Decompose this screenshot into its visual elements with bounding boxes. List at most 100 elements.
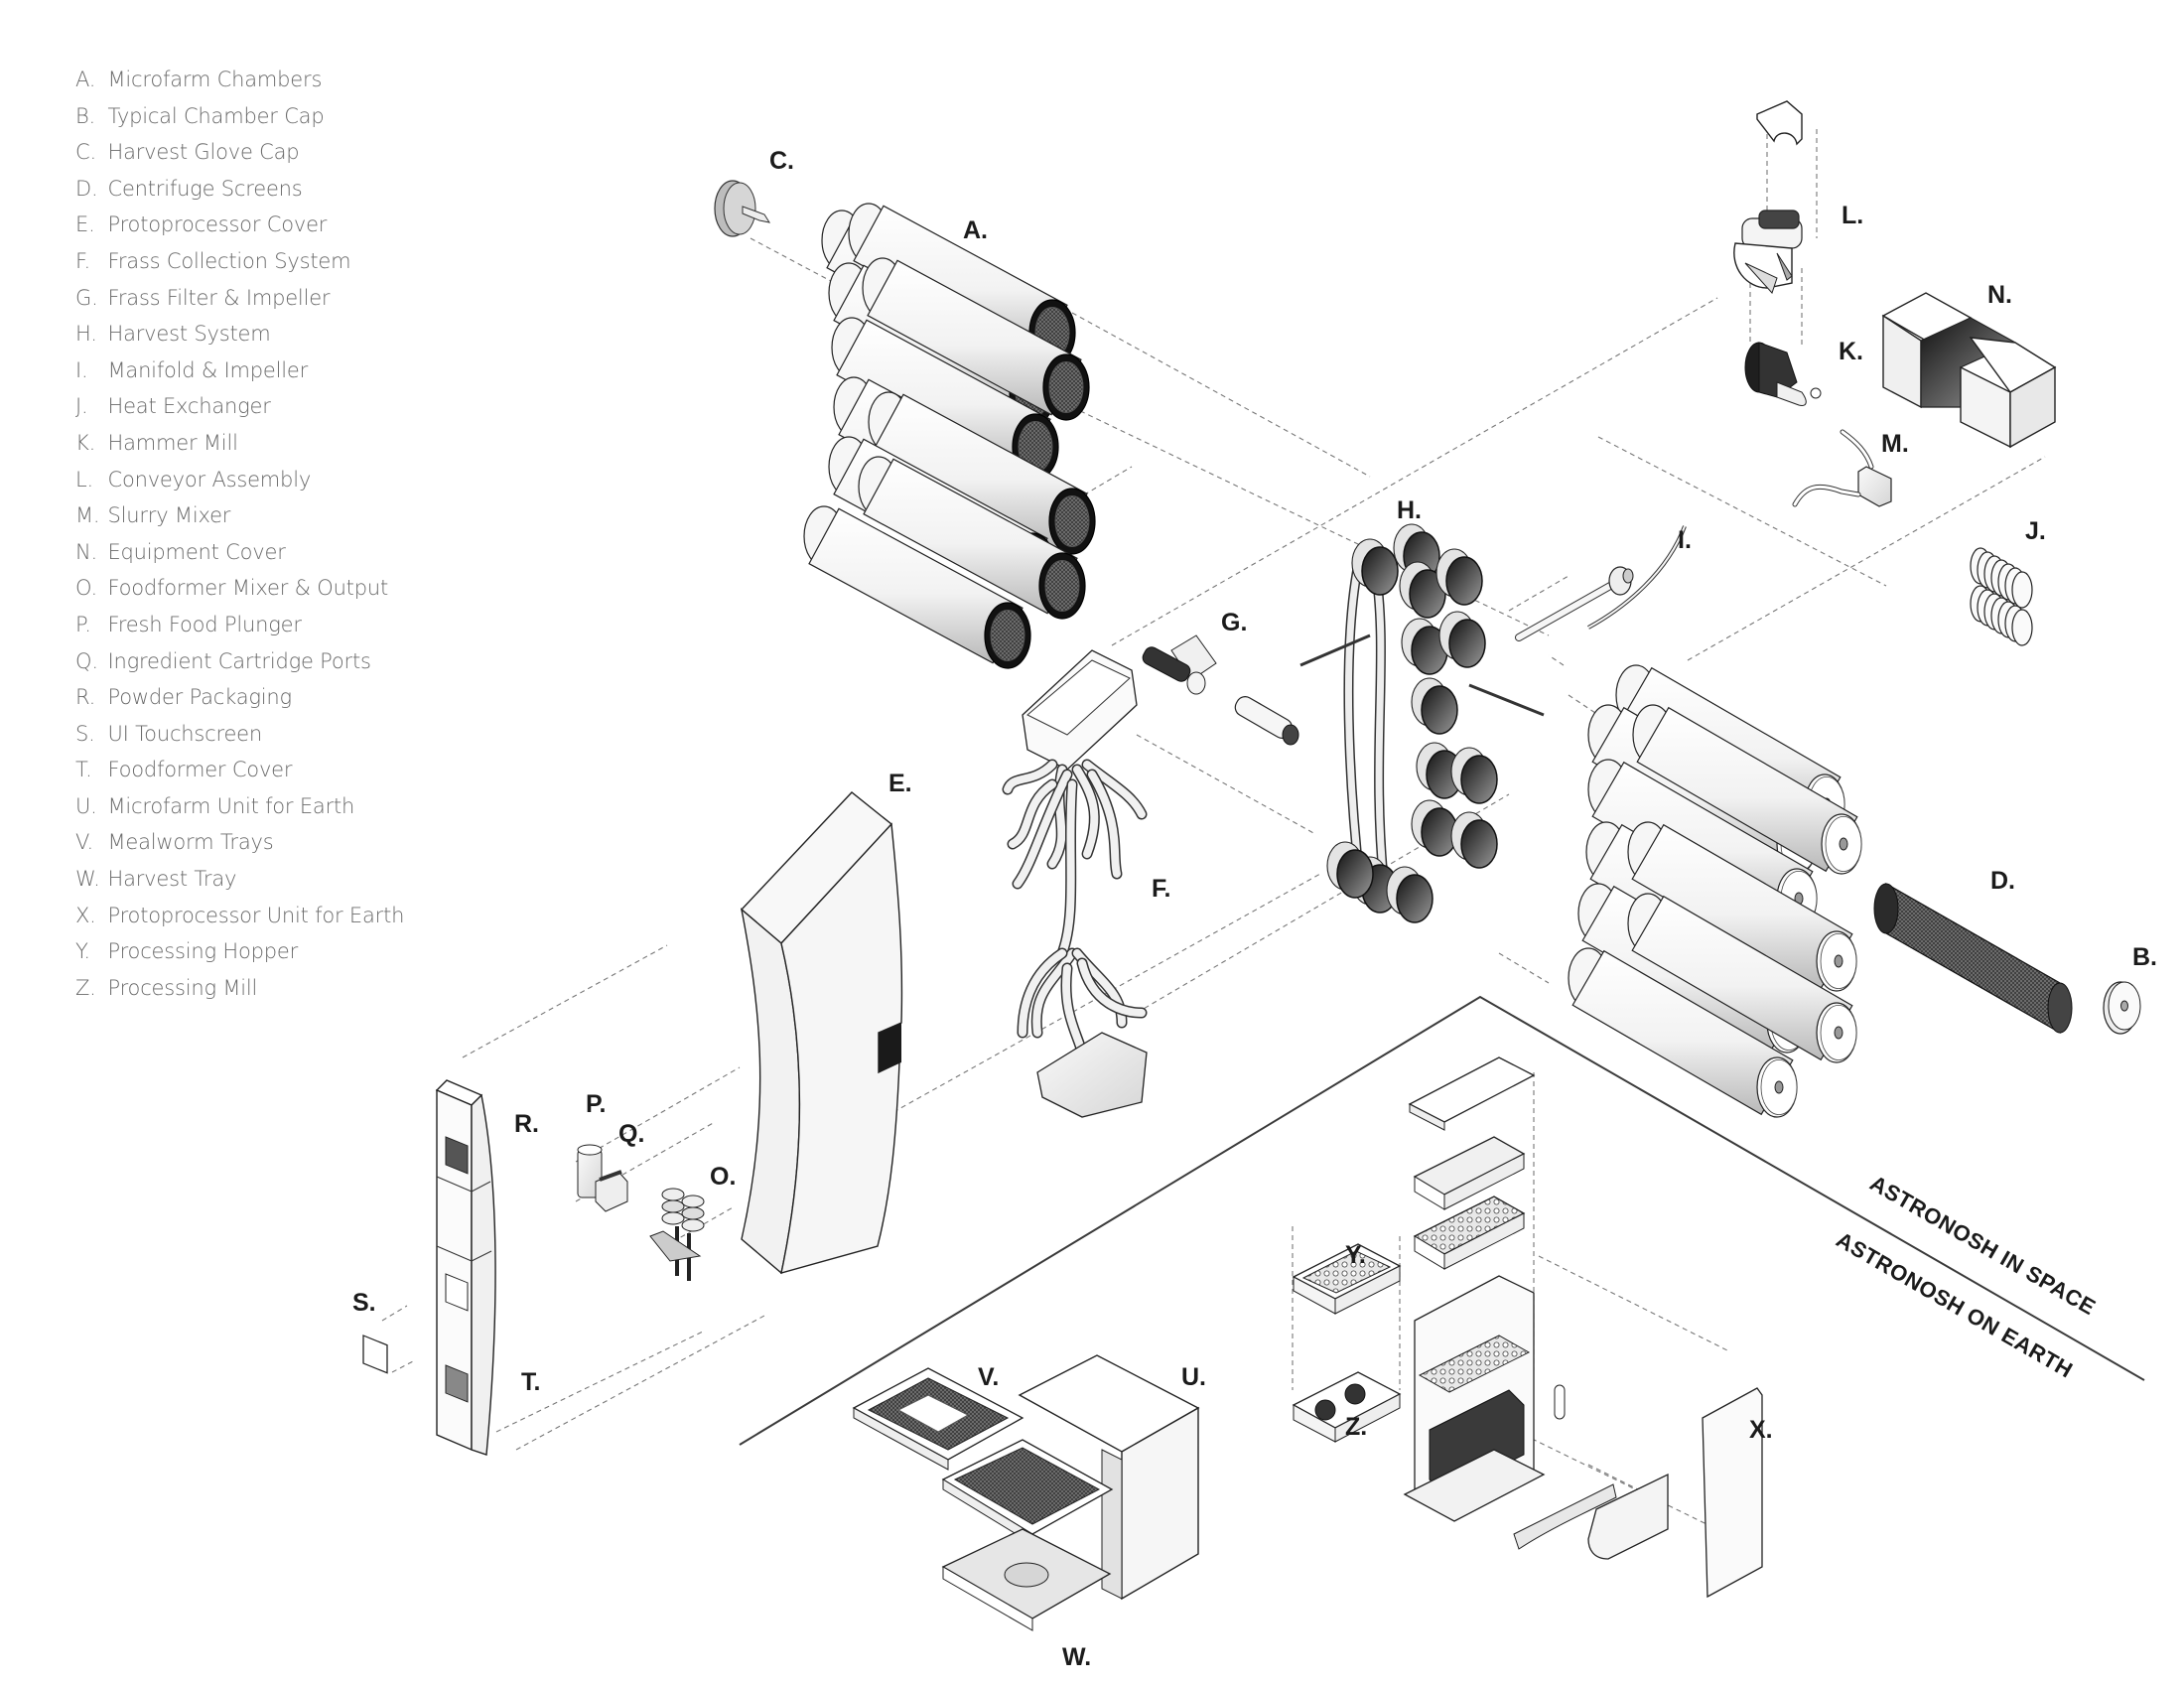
- callout-Y: Y.: [1345, 1241, 1366, 1269]
- ui-touchscreen: [362, 1335, 388, 1374]
- legend-label: Foodformer Cover: [107, 758, 293, 782]
- frass-tube: [1004, 761, 1056, 793]
- callout-X: X.: [1749, 1416, 1773, 1444]
- frass-tube: [1088, 771, 1121, 878]
- processing-mill: [1292, 1371, 1402, 1443]
- legend-item: A. Microfarm Chambers: [75, 62, 404, 98]
- harvest-canister-face: [1421, 685, 1458, 735]
- legend-item: J. Heat Exchanger: [75, 388, 404, 425]
- legend-item: L. Conveyor Assembly: [75, 462, 404, 498]
- callout-D: D.: [1990, 867, 2015, 895]
- legend-letter: G.: [75, 285, 98, 310]
- region-label-space: ASTRONOSH IN SPACE: [1866, 1171, 2101, 1321]
- legend-label: Harvest System: [107, 322, 271, 347]
- legend-item: V. Mealworm Trays: [75, 824, 404, 861]
- legend-item: G. Frass Filter & Impeller: [75, 280, 404, 317]
- mealworm-trays: [852, 1367, 1114, 1545]
- callout-K: K.: [1839, 338, 1863, 365]
- legend-letter: B.: [75, 103, 96, 128]
- callout-N: N.: [1987, 281, 2012, 309]
- legend-letter: A.: [75, 68, 96, 91]
- legend-letter: H.: [75, 322, 97, 347]
- callout-A: A.: [963, 216, 988, 244]
- legend-label: Conveyor Assembly: [107, 467, 312, 492]
- legend-item: D. Centrifuge Screens: [75, 171, 404, 208]
- legend-label: Frass Collection System: [107, 248, 351, 273]
- powder-packaging-and-foodformer-cover: [435, 1079, 496, 1456]
- legend-item: I. Manifold & Impeller: [75, 352, 404, 389]
- legend-item: T. Foodformer Cover: [75, 752, 404, 788]
- legend-letter: X.: [75, 903, 96, 927]
- legend-label: Fresh Food Plunger: [107, 612, 302, 636]
- legend-label: Manifold & Impeller: [107, 357, 309, 382]
- legend-label: Microfarm Unit for Earth: [107, 793, 355, 818]
- processing-hopper: [1292, 1243, 1402, 1315]
- microfarm-chambers: [803, 203, 1096, 669]
- chamber-tube: [1627, 821, 1857, 992]
- legend-letter: M.: [75, 503, 100, 528]
- chamber-tube: [1627, 893, 1857, 1063]
- harvest-system: [1299, 523, 1545, 923]
- legend-label: Protoprocessor Unit for Earth: [107, 903, 405, 927]
- heat-exchanger: [1970, 547, 2033, 646]
- legend-letter: V.: [75, 830, 93, 855]
- callout-P: P.: [586, 1090, 606, 1118]
- legend-label: Microfarm Chambers: [107, 68, 323, 91]
- legend-letter: Z.: [75, 975, 96, 1000]
- legend-label: UI Touchscreen: [107, 721, 263, 746]
- coil-loop: [2011, 609, 2033, 646]
- callout-F: F.: [1152, 875, 1170, 903]
- legend-item: B. Typical Chamber Cap: [75, 98, 404, 135]
- legend-item: H. Harvest System: [75, 316, 404, 352]
- centrifuge-screens: [1873, 882, 2073, 1035]
- manifold-and-impeller: [1515, 525, 1687, 641]
- legend-item: R. Powder Packaging: [75, 679, 404, 716]
- legend-label: Foodformer Mixer & Output: [107, 576, 388, 601]
- legend-item: Y. Processing Hopper: [75, 933, 404, 970]
- space-earth-divider: [739, 995, 2145, 1446]
- callout-V: V.: [978, 1363, 999, 1391]
- legend-item: N. Equipment Cover: [75, 534, 404, 571]
- legend-letter: I.: [75, 357, 88, 382]
- legend-label: Harvest Tray: [107, 867, 237, 892]
- frass-tube: [1058, 780, 1076, 957]
- callout-T: T.: [521, 1368, 540, 1396]
- microfarm-unit-for-earth: [1018, 1354, 1200, 1601]
- frass-tube: [1019, 949, 1066, 1037]
- legend-letter: C.: [75, 140, 96, 165]
- callout-O: O.: [710, 1163, 736, 1191]
- legend-item: P. Fresh Food Plunger: [75, 607, 404, 643]
- harvest-canister-face: [1336, 849, 1374, 899]
- chamber-tube: [862, 257, 1090, 421]
- legend-label: Protoprocessor Cover: [107, 212, 328, 237]
- hammer-mill: [1744, 342, 1822, 406]
- legend-item: M. Slurry Mixer: [75, 497, 404, 534]
- legend-label: Powder Packaging: [107, 685, 292, 710]
- callout-W: W.: [1062, 1643, 1091, 1671]
- legend-label: Processing Mill: [107, 975, 258, 1000]
- callout-B: B.: [2132, 943, 2157, 971]
- legend-letter: J.: [75, 394, 88, 419]
- legend-label: Heat Exchanger: [107, 394, 271, 419]
- legend-letter: K.: [75, 430, 96, 455]
- legend-letter: L.: [75, 467, 93, 492]
- frass-filter-and-impeller: [1142, 634, 1299, 746]
- legend-letter: Q.: [75, 648, 98, 673]
- callout-L: L.: [1842, 202, 1863, 229]
- legend-item: S. UI Touchscreen: [75, 716, 404, 753]
- chamber-tube: [1632, 704, 1862, 875]
- frass-tube: [1073, 766, 1099, 858]
- chamber-tube: [803, 505, 1031, 669]
- legend-letter: S.: [75, 721, 95, 746]
- legend-letter: E.: [75, 212, 95, 237]
- callout-E: E.: [888, 770, 912, 797]
- harvest-tray: [941, 1528, 1112, 1631]
- legend-letter: O.: [75, 576, 97, 601]
- legend-letter: N.: [75, 539, 97, 564]
- legend-label: Typical Chamber Cap: [107, 103, 325, 128]
- callout-U: U.: [1181, 1363, 1206, 1391]
- legend-item: O. Foodformer Mixer & Output: [75, 570, 404, 607]
- legend-item: F. Frass Collection System: [75, 243, 404, 280]
- legend-label: Hammer Mill: [107, 430, 238, 455]
